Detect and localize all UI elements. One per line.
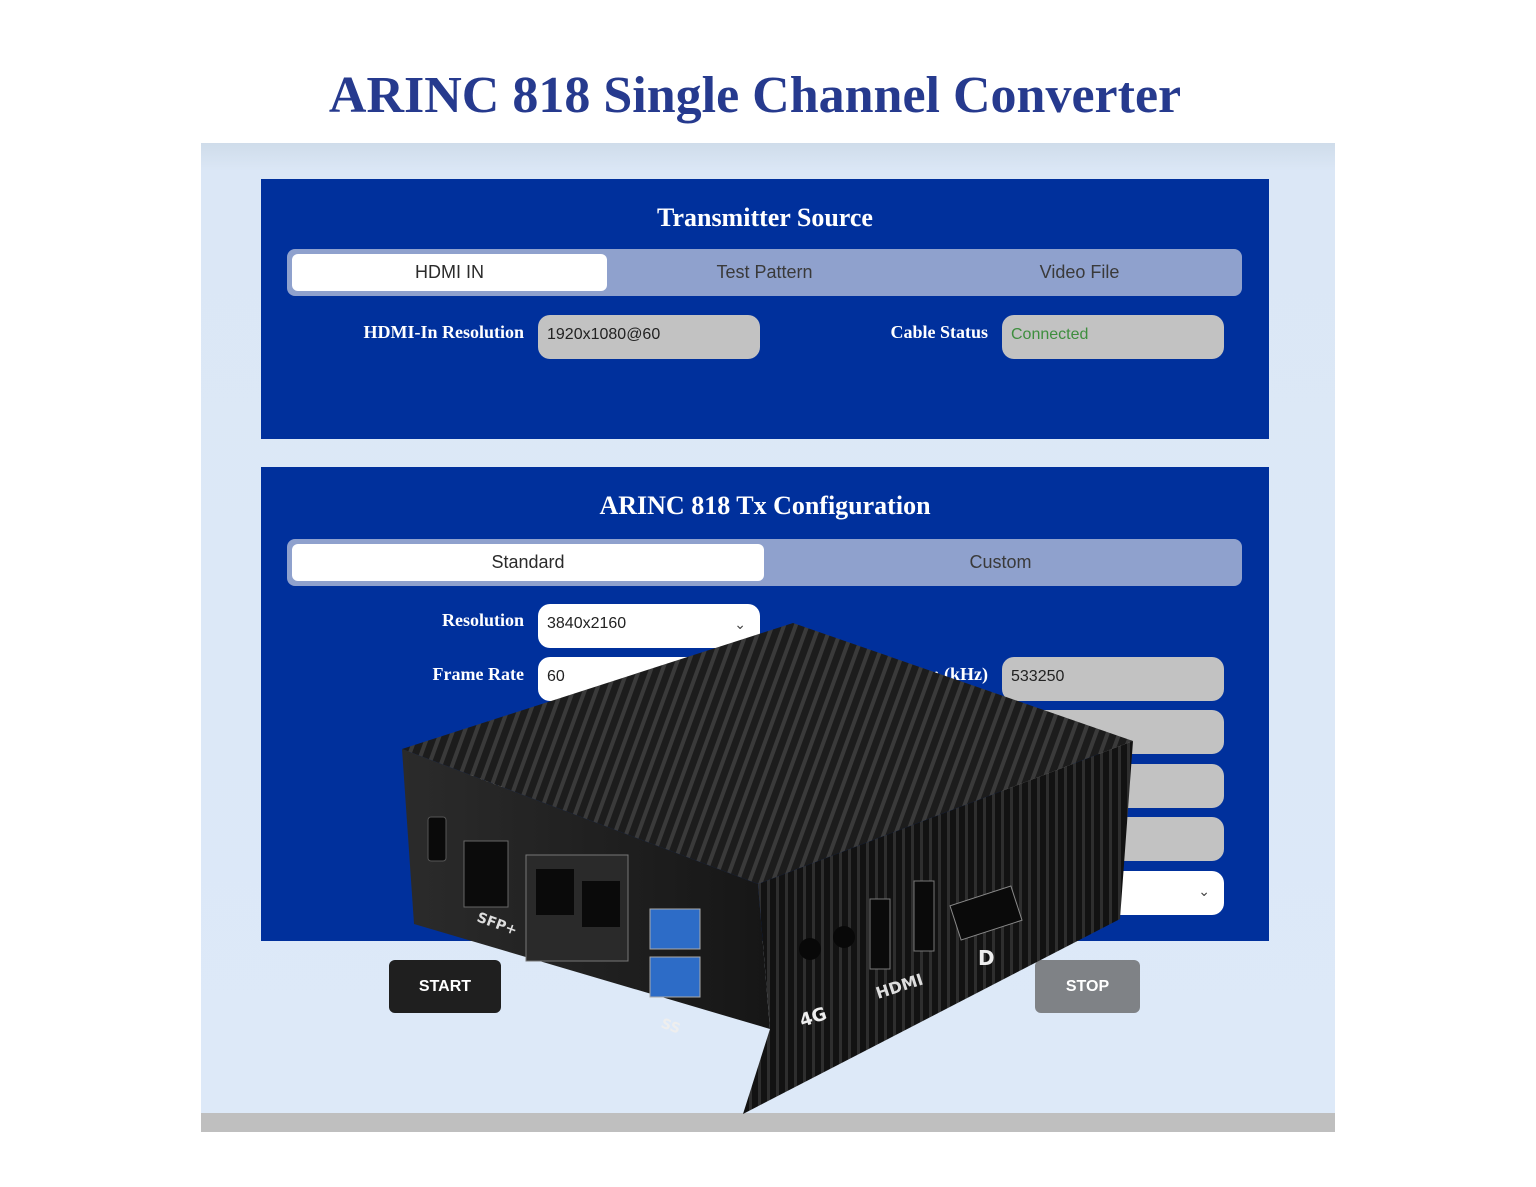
hdmi-output-port (869, 898, 891, 970)
horizontal-scrollbar[interactable] (201, 1113, 1335, 1132)
tx-configuration-heading: ARINC 818 Tx Configuration (599, 491, 931, 520)
dp-logo: D (978, 946, 995, 970)
device-right-side (743, 741, 1133, 1114)
tab-standard[interactable]: Standard (292, 544, 764, 581)
chevron-down-icon: ⌄ (734, 616, 746, 632)
transmitter-source-heading: Transmitter Source (657, 203, 873, 232)
cable-status-label: Cable Status (890, 322, 988, 342)
tab-hdmi-in[interactable]: HDMI IN (292, 254, 607, 291)
hdmi-input-port (913, 880, 935, 952)
sfp-port (463, 840, 509, 908)
tab-test-pattern[interactable]: Test Pattern (716, 262, 813, 282)
antenna-hole-2 (833, 926, 855, 948)
usb3-port-1 (649, 908, 701, 950)
pixel-clock-field: 533250 (1002, 657, 1224, 701)
stop-button[interactable]: STOP (1035, 960, 1140, 1013)
page-title: ARINC 818 Single Channel Converter (328, 67, 1182, 124)
antenna-hole-1 (799, 938, 821, 960)
chevron-down-icon: ⌄ (1198, 883, 1210, 899)
power-jack (427, 816, 447, 862)
cable-status-field: Connected (1002, 315, 1224, 359)
resolution-select[interactable]: 3840x2160 ⌄ (538, 604, 760, 648)
resolution-label: Resolution (441, 610, 524, 630)
heatsink-top (402, 623, 1133, 884)
displayport-port (949, 885, 1023, 941)
transmitter-source-tabs: HDMI IN Test Pattern Video File (287, 249, 1242, 296)
mini-pc-device-image: SFP+ HDMI D 4G SS (402, 623, 1133, 1114)
hdmi-resolution-field: 1920x1080@60 (538, 315, 760, 359)
start-button[interactable]: START (389, 960, 501, 1013)
usb3-port-2 (649, 956, 701, 998)
resolution-select-value: 3840x2160 (547, 615, 627, 632)
usb-ss-label: SS (659, 1016, 683, 1038)
frame-rate-label: Frame Rate (432, 664, 524, 684)
tab-custom[interactable]: Custom (969, 552, 1032, 572)
tx-configuration-tabs: Standard Custom (287, 539, 1242, 586)
tab-video-file[interactable]: Video File (1039, 262, 1120, 282)
hdmi-resolution-label: HDMI-In Resolution (363, 322, 524, 342)
transmitter-source-panel: Transmitter Source HDMI IN Test Pattern … (261, 179, 1269, 439)
